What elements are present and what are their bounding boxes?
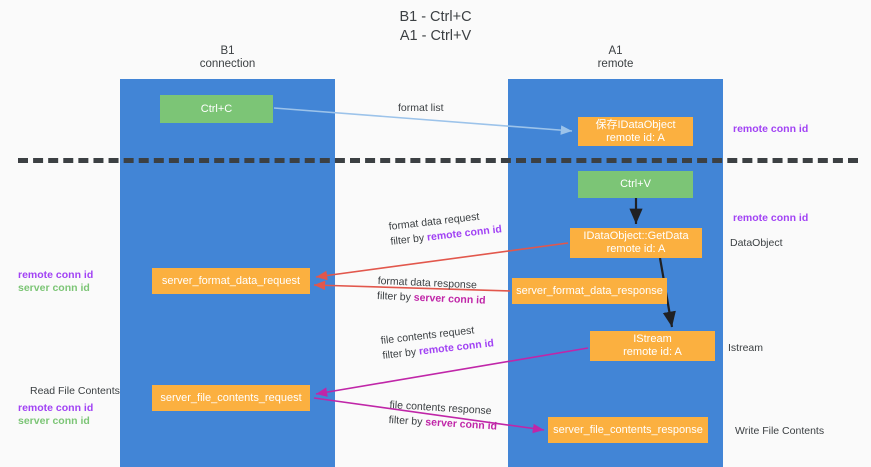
side-label-istream: Istream bbox=[728, 342, 764, 354]
edge-label-file-contents-request-filter-prefix: filter by bbox=[381, 345, 420, 362]
edge-label-format-data-request: format data request filter by remote con… bbox=[388, 207, 503, 249]
node-getdata[interactable]: IDataObject::GetData remote id: A bbox=[570, 228, 702, 258]
edge-label-file-contents-response: file contents response filter by server … bbox=[388, 398, 498, 435]
edge-label-file-contents-response-filter-prefix: filter by bbox=[388, 413, 426, 429]
node-server-format-data-response-label: server_format_data_response bbox=[516, 284, 663, 297]
node-istream[interactable]: IStream remote id: A bbox=[590, 331, 715, 361]
node-ctrl-v[interactable]: Ctrl+V bbox=[578, 171, 693, 198]
edge-label-format-list-text: format list bbox=[398, 102, 444, 114]
node-server-file-contents-request[interactable]: server_file_contents_request bbox=[152, 385, 310, 411]
column-header-b1: B1 connection bbox=[120, 45, 335, 71]
node-istream-line2: remote id: A bbox=[623, 346, 682, 358]
side-label-remote-conn-id-top: remote conn id bbox=[733, 123, 809, 135]
edge-label-format-list: format list bbox=[398, 101, 444, 116]
edge-label-format-data-response-filter-prefix: filter by bbox=[376, 289, 415, 304]
node-server-format-data-response[interactable]: server_format_data_response bbox=[512, 278, 667, 304]
title-line-2: A1 - Ctrl+V bbox=[399, 28, 472, 44]
edge-label-file-contents-response-filter-key: server conn id bbox=[424, 416, 498, 433]
node-save-dataobject[interactable]: 保存IDataObject remote id: A bbox=[578, 117, 693, 146]
node-save-dataobject-line1: 保存IDataObject bbox=[595, 118, 676, 131]
side-label-read-file-contents: Read File Contents bbox=[30, 385, 120, 397]
column-header-b1-sub: connection bbox=[199, 58, 256, 70]
node-ctrl-v-label: Ctrl+V bbox=[620, 178, 651, 190]
edge-label-file-contents-request: file contents request filter by remote c… bbox=[380, 321, 495, 363]
node-ctrl-c-label: Ctrl+C bbox=[200, 102, 233, 115]
side-label-left-server-conn-id-2: server conn id bbox=[18, 415, 90, 427]
column-header-b1-name: B1 bbox=[220, 45, 235, 57]
node-istream-line1: IStream bbox=[633, 333, 672, 345]
edge-label-format-data-response: format data response filter by server co… bbox=[377, 274, 487, 309]
node-server-format-data-request[interactable]: server_format_data_request bbox=[152, 268, 310, 294]
side-label-dataobject: DataObject bbox=[730, 237, 783, 249]
node-server-file-contents-response[interactable]: server_file_contents_response bbox=[548, 417, 708, 443]
node-getdata-line1: IDataObject::GetData bbox=[583, 230, 689, 242]
column-header-a1: A1 remote bbox=[508, 45, 723, 71]
phase-divider bbox=[18, 158, 858, 163]
node-save-dataobject-line2: remote id: A bbox=[606, 131, 665, 144]
side-label-left-remote-conn-id-1: remote conn id bbox=[18, 269, 94, 281]
node-server-file-contents-response-label: server_file_contents_response bbox=[553, 423, 703, 436]
node-ctrl-c[interactable]: Ctrl+C bbox=[160, 95, 273, 123]
side-label-write-file-contents: Write File Contents bbox=[735, 425, 825, 437]
node-server-file-contents-request-label: server_file_contents_request bbox=[160, 391, 302, 404]
side-label-left-remote-conn-id-2: remote conn id bbox=[18, 402, 94, 414]
side-label-left-server-conn-id-1: server conn id bbox=[18, 282, 90, 294]
node-getdata-line2: remote id: A bbox=[606, 243, 666, 255]
side-label-remote-conn-id-mid: remote conn id bbox=[733, 212, 809, 224]
node-server-format-data-request-label: server_format_data_request bbox=[161, 274, 301, 287]
edge-label-format-data-request-filter-prefix: filter by bbox=[389, 231, 428, 248]
edge-label-format-data-response-filter-key: server conn id bbox=[413, 291, 486, 307]
diagram-title: B1 - Ctrl+C A1 - Ctrl+V bbox=[0, 8, 871, 46]
column-header-a1-name: A1 bbox=[608, 45, 623, 57]
title-line-1: B1 - Ctrl+C bbox=[399, 9, 472, 25]
column-header-a1-sub: remote bbox=[597, 58, 634, 70]
